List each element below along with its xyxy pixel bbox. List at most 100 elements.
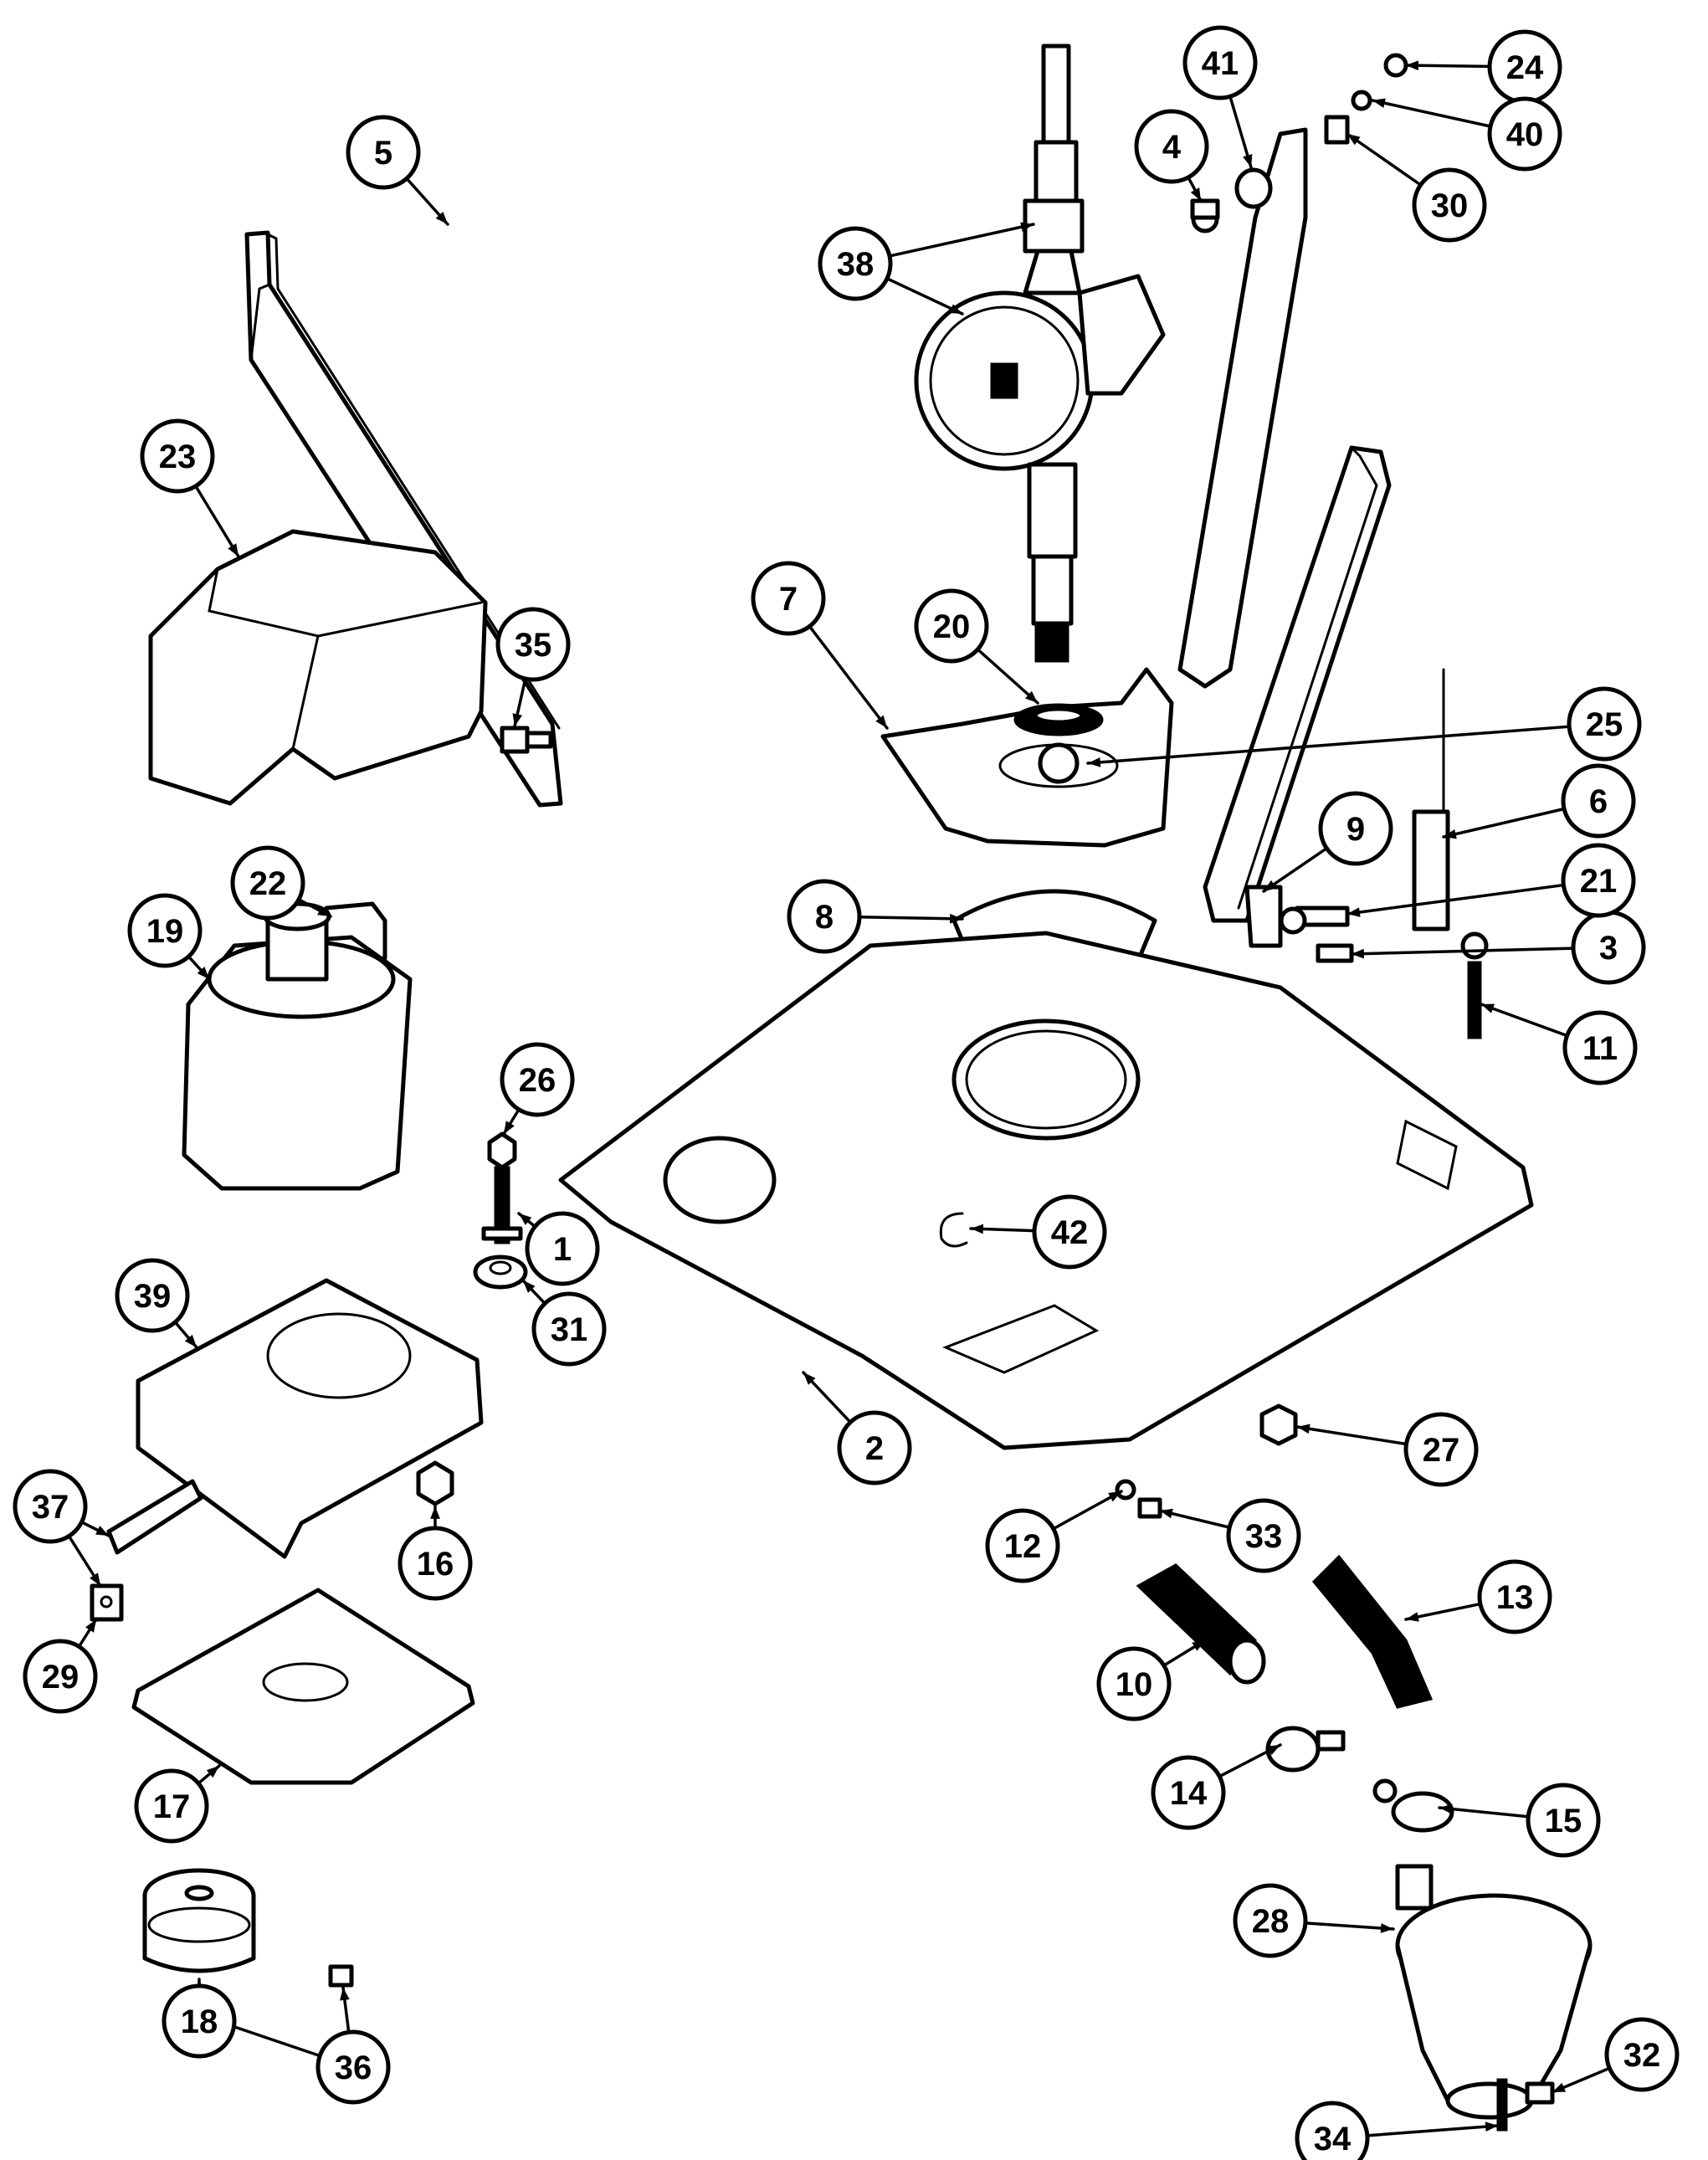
- callout-circle: [1477, 1559, 1552, 1634]
- leader-arrow-34: [1485, 2122, 1498, 2132]
- callout-26: 26: [500, 1042, 575, 1117]
- callout-circle: [315, 2029, 391, 2105]
- part-16-nut: [416, 1460, 454, 1506]
- part-42-clip: [939, 1212, 968, 1248]
- leader-line-27: [1295, 1425, 1408, 1446]
- callout-37: 37: [13, 1469, 88, 1544]
- leader-arrow-20: [1024, 690, 1038, 703]
- callout-number: 26: [519, 1062, 557, 1099]
- callout-number: 8: [815, 899, 833, 936]
- callout-15: 15: [1526, 1783, 1601, 1858]
- callout-circle: [1295, 2101, 1370, 2160]
- callout-17: 17: [134, 1768, 209, 1844]
- callout-labels: 1234567891011121314151617181920212223242…: [13, 25, 1680, 2160]
- callout-circle: [1403, 1412, 1479, 1487]
- leader-arrow-2: [803, 1372, 816, 1385]
- right-tall-brace: [1203, 445, 1392, 923]
- callout-number: 3: [1599, 930, 1618, 967]
- callout-number: 10: [1116, 1666, 1153, 1703]
- callout-1: 1: [525, 1211, 600, 1286]
- part-35-screw: [500, 726, 553, 754]
- leader-arrow-8: [950, 913, 962, 924]
- callout-circle: [751, 561, 826, 636]
- callout-5: 5: [346, 115, 421, 190]
- callout-number: 9: [1346, 811, 1365, 848]
- leader-lines: [67, 60, 1612, 2137]
- callout-30: 30: [1412, 167, 1487, 243]
- leader-arrow-38: [949, 304, 962, 314]
- leader-arrow-6: [1444, 829, 1457, 839]
- callout-circle: [1134, 109, 1209, 184]
- leader-line-20: [976, 648, 1039, 705]
- leader-arrow-24: [1406, 60, 1418, 71]
- leader-arrow-33: [1160, 1508, 1173, 1519]
- callout-circle: [1412, 167, 1487, 243]
- part-19-motor: [182, 901, 413, 1191]
- callout-number: 35: [515, 627, 552, 664]
- leader-line-40: [1371, 99, 1492, 128]
- callout-19: 19: [127, 893, 203, 968]
- leader-arrow-12: [1108, 1491, 1121, 1502]
- callout-12: 12: [985, 1508, 1060, 1583]
- callout-number: 39: [134, 1278, 172, 1315]
- leader-line-9: [1262, 846, 1329, 893]
- callout-circle: [398, 1526, 473, 1601]
- leader-arrow-37: [95, 1526, 109, 1536]
- callout-circle: [1151, 1755, 1226, 1830]
- callout-number: 22: [249, 865, 287, 902]
- leader-line-28: [1304, 1921, 1395, 1931]
- part-28-pump: [1395, 1864, 1593, 2120]
- callout-number: 5: [374, 135, 392, 172]
- part-37-spring: [106, 1479, 203, 1555]
- callout-number: 6: [1589, 783, 1608, 820]
- callout-circle: [500, 1042, 575, 1117]
- leader-line-13: [1404, 1602, 1482, 1621]
- callout-circle: [818, 226, 893, 301]
- callout-number: 31: [551, 1311, 588, 1348]
- callout-circle: [230, 845, 305, 921]
- callout-number: 25: [1586, 706, 1623, 743]
- leader-arrow-14: [1267, 1745, 1280, 1756]
- callout-circle: [162, 1983, 237, 2059]
- part-38-transmission: [914, 44, 1166, 663]
- callout-13: 13: [1477, 1559, 1552, 1634]
- callout-number: 41: [1202, 45, 1239, 82]
- callout-3: 3: [1571, 910, 1646, 985]
- callout-number: 36: [335, 2050, 372, 2086]
- callout-24: 24: [1487, 29, 1562, 105]
- part-34-screw: [1496, 2078, 1508, 2132]
- leader-arrow-31: [523, 1280, 536, 1293]
- callout-number: 27: [1423, 1432, 1460, 1469]
- callout-circle: [1182, 25, 1258, 100]
- leader-arrow-42: [971, 1224, 984, 1234]
- part-32-screw: [1525, 2081, 1555, 2105]
- leader-line-38: [885, 277, 964, 316]
- callout-circle: [346, 115, 421, 190]
- leader-line-12: [1052, 1490, 1123, 1531]
- leader-arrow-29: [85, 1619, 96, 1633]
- part-33-screw: [1137, 1497, 1162, 1519]
- callout-circle: [140, 418, 215, 494]
- part-4-bolt: [1190, 198, 1220, 233]
- callout-number: 16: [417, 1546, 454, 1583]
- part-23-motor-cover: [148, 529, 488, 806]
- callout-32: 32: [1604, 2017, 1680, 2092]
- callout-circle: [127, 893, 203, 968]
- callout-circle: [1562, 1010, 1638, 1085]
- part-26-nut: [487, 1131, 517, 1170]
- callout-number: 21: [1580, 863, 1618, 900]
- part-6-spring: [1412, 668, 1450, 931]
- part-41-washer: [1234, 167, 1273, 209]
- callout-circle: [495, 607, 571, 682]
- callout-9: 9: [1318, 791, 1393, 866]
- callout-number: 12: [1004, 1528, 1042, 1565]
- callout-8: 8: [787, 879, 862, 954]
- leader-arrow-21: [1347, 907, 1361, 917]
- callout-number: 18: [181, 2004, 218, 2040]
- leader-arrow-15: [1439, 1803, 1453, 1814]
- callout-circle: [1032, 1194, 1107, 1270]
- leader-line-8: [858, 916, 964, 921]
- leader-arrow-9: [1264, 880, 1277, 891]
- callout-29: 29: [23, 1639, 98, 1714]
